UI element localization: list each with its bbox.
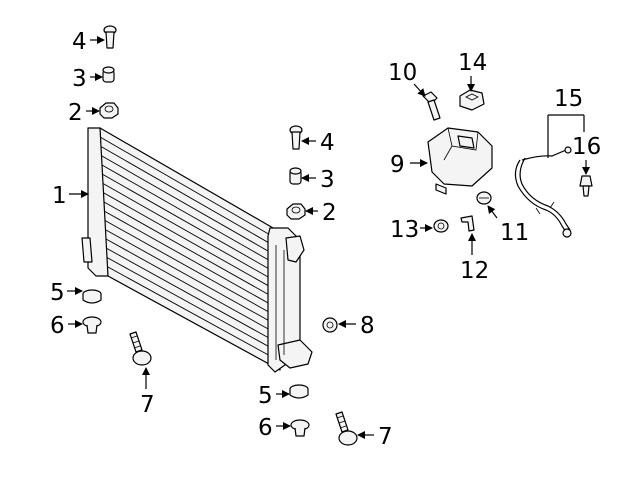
callout-14: 14 <box>458 50 487 76</box>
callout-5-right: 5 <box>258 383 273 409</box>
nut-2-upper-left <box>99 102 119 119</box>
cap-14 <box>459 89 485 111</box>
callout-labels: 4 3 2 1 5 6 7 4 3 2 8 5 6 7 10 14 9 13 1… <box>50 29 601 450</box>
callout-2-middle: 2 <box>322 200 337 226</box>
coolant-reservoir-9 <box>427 127 493 195</box>
callout-13: 13 <box>390 217 419 243</box>
callout-3-middle: 3 <box>320 167 335 193</box>
bolt-7-left <box>129 331 152 366</box>
callout-6-left: 6 <box>50 313 65 339</box>
callout-4-middle: 4 <box>320 130 335 156</box>
bolt-10 <box>422 91 441 121</box>
callout-7-left: 7 <box>140 392 155 418</box>
radiator-fin-line <box>105 229 281 328</box>
radiator-fin-line <box>104 220 281 319</box>
callout-15: 15 <box>554 86 583 112</box>
radiator-fin-line <box>104 210 281 311</box>
radiator-fin-line <box>100 146 281 250</box>
radiator-fin-line <box>101 164 281 267</box>
callout-6-right: 6 <box>258 415 273 441</box>
radiator-fin-line <box>101 155 281 259</box>
callout-11: 11 <box>500 220 529 246</box>
callout-8: 8 <box>360 313 375 339</box>
mount-6-left <box>82 316 102 334</box>
radiator <box>81 127 313 373</box>
callout-5-left: 5 <box>50 280 65 306</box>
nut-2-middle <box>286 203 306 220</box>
bolt-4-middle <box>289 125 303 150</box>
callout-2-upper-left: 2 <box>68 100 83 126</box>
radiator-fins <box>100 136 281 362</box>
bolt-4-upper-left <box>103 25 117 49</box>
connector-16 <box>579 175 593 197</box>
bolt-7-right <box>335 411 358 446</box>
radiator-fin-line <box>106 247 281 345</box>
bracket-12 <box>460 215 475 232</box>
mount-8 <box>322 317 338 333</box>
bushing-3-middle <box>289 167 302 185</box>
radiator-fin-line <box>100 136 281 242</box>
callout-12: 12 <box>460 258 489 284</box>
callout-7-right: 7 <box>378 424 393 450</box>
radiator-fin-line <box>107 266 281 362</box>
radiator-fin-line <box>106 257 281 354</box>
mount-6-right <box>290 419 310 437</box>
radiator-fin-line <box>105 238 281 336</box>
bushing-3-upper-left <box>102 66 115 83</box>
mount-5-right <box>289 384 309 399</box>
callout-16: 16 <box>572 134 601 160</box>
callout-3-upper-left: 3 <box>72 66 87 92</box>
radiator-fin-line <box>102 183 281 285</box>
radiator-fin-line <box>103 192 281 293</box>
radiator-fin-line <box>102 173 281 276</box>
callout-4-upper-left: 4 <box>72 29 87 55</box>
callout-10: 10 <box>388 60 417 86</box>
hose-15 <box>514 146 572 238</box>
leader-arrows <box>67 36 590 439</box>
callout-9: 9 <box>390 152 405 178</box>
callout-1: 1 <box>52 183 67 209</box>
sensor-13 <box>433 219 449 233</box>
callout-bracket-15 <box>547 114 585 158</box>
clip-11 <box>476 191 492 205</box>
radiator-fin-line <box>103 201 281 302</box>
mount-5-left <box>82 289 102 304</box>
